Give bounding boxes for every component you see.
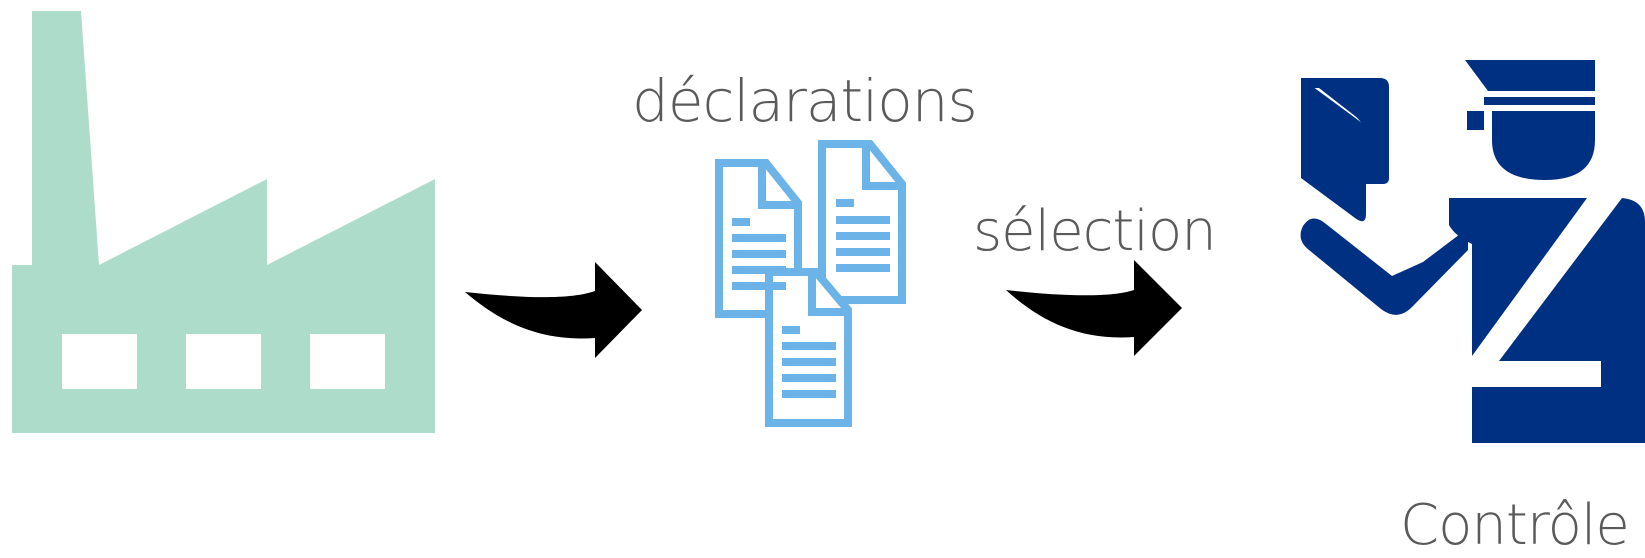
controle-label: Contrôle [1400, 493, 1630, 558]
curved-arrow-icon [465, 262, 642, 358]
factory-icon [12, 11, 435, 433]
declarations-label: déclarations [632, 67, 978, 135]
document-lines [732, 199, 890, 398]
customs-officer-icon [1300, 60, 1645, 443]
selection-label: sélection [973, 199, 1217, 264]
curved-arrow-icon [1006, 260, 1182, 356]
